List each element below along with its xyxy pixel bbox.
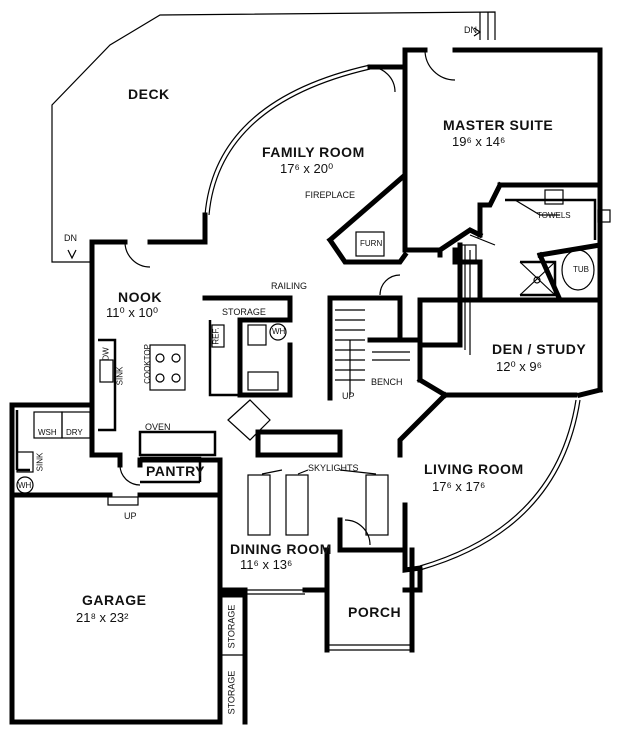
oven-label: OVEN <box>145 422 171 432</box>
dw-label: DW <box>101 347 111 361</box>
tub-label: TUB <box>573 265 589 274</box>
nook-dims: 11⁰ x 10⁰ <box>106 305 159 320</box>
garage-storage-2-label: STORAGE <box>226 670 237 715</box>
dryer-label: DRY <box>66 428 83 437</box>
dining-room-dims: 11⁶ x 13⁶ <box>240 557 293 572</box>
family-room-dims: 17⁶ x 20⁰ <box>280 161 334 176</box>
exterior-walls <box>89 212 208 413</box>
towels-label: TOWELS <box>537 211 571 220</box>
pantry-label: PANTRY <box>146 463 205 479</box>
deck-label: DECK <box>128 86 170 102</box>
living-room-dims: 17⁶ x 17⁶ <box>432 479 486 494</box>
furn-label: FURN <box>360 239 383 248</box>
washer-label: WSH <box>38 428 57 437</box>
nook-label: NOOK <box>118 289 162 305</box>
garage-storage-1-label: STORAGE <box>226 604 237 649</box>
dn-top-label: DN <box>464 25 477 35</box>
garage-label: GARAGE <box>82 592 147 608</box>
family-room-label: FAMILY ROOM <box>262 144 365 160</box>
skylights-label: SKYLIGHTS <box>308 463 359 473</box>
dn-deck-label: DN <box>64 233 77 243</box>
deck-outline <box>51 11 496 245</box>
dining-room-label: DINING ROOM <box>230 541 332 557</box>
bench-label: BENCH <box>371 377 403 387</box>
living-room-window-curve <box>419 399 581 571</box>
railing-label: RAILING <box>271 281 308 291</box>
stairs-up-label: UP <box>342 391 355 401</box>
wh-laundry-label: WH <box>18 481 32 490</box>
den-study-dims: 12⁰ x 9⁶ <box>496 359 542 374</box>
cooktop-label: COOKTOP <box>142 344 152 384</box>
kitchen-sink-label: SINK <box>115 366 125 386</box>
den-study-label: DEN / STUDY <box>492 341 587 357</box>
wh-top-label: WH <box>272 327 286 336</box>
storage-top-label: STORAGE <box>222 307 266 317</box>
laundry-sink-label: SINK <box>35 452 45 472</box>
family-room-window-curve <box>204 64 371 216</box>
garage-up-label: UP <box>124 511 137 521</box>
garage-dims: 21⁸ x 23² <box>76 610 129 625</box>
ref-label: REF. <box>211 327 221 345</box>
porch-label: PORCH <box>348 604 402 620</box>
living-room-label: LIVING ROOM <box>424 461 524 477</box>
master-suite-label: MASTER SUITE <box>443 117 554 133</box>
master-suite-dims: 19⁶ x 14⁶ <box>452 134 506 149</box>
fireplace-label: FIREPLACE <box>305 190 356 200</box>
